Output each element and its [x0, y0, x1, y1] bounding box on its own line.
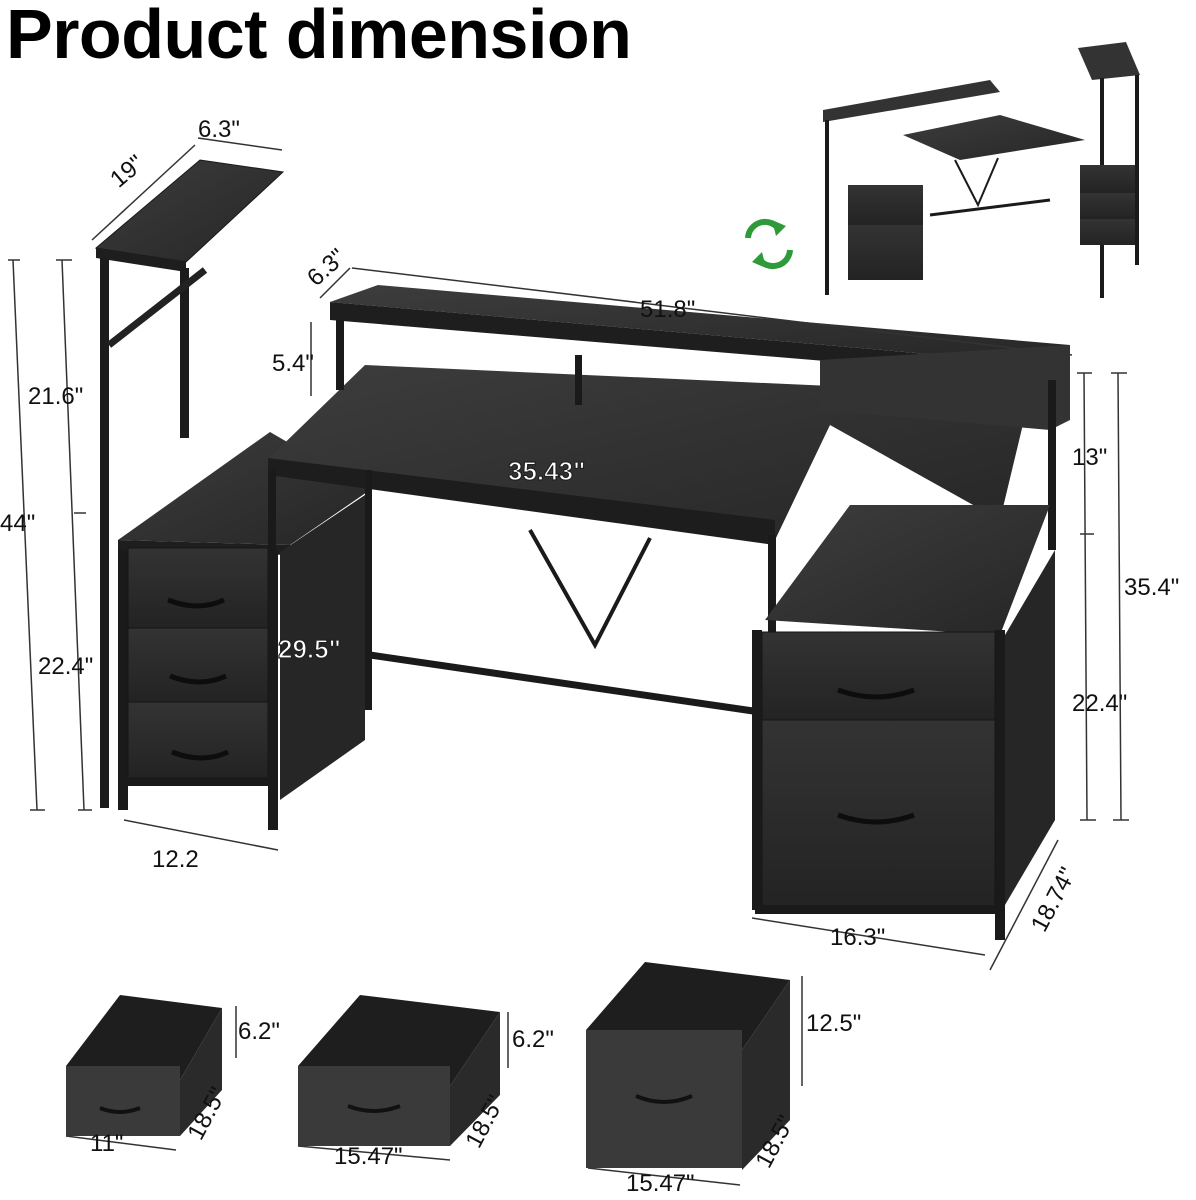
- drawer-medium: [298, 995, 500, 1146]
- desktop-width-label: 35.43": [507, 456, 586, 486]
- left-cabinet: [118, 432, 370, 830]
- desk-main: [265, 285, 1070, 835]
- monitor-shelf-height-label: 5.4": [272, 350, 314, 377]
- right-cabinet: [752, 505, 1055, 940]
- medium-drawer-width-label: 15.47": [334, 1143, 403, 1170]
- reversible-swap-icon: [745, 218, 793, 270]
- small-drawer-height-label: 6.2": [238, 1018, 280, 1045]
- desktop-height-label: 29.5": [277, 634, 341, 664]
- drawer-large: [586, 962, 790, 1170]
- monitor-shelf-length-label: 51.8": [640, 296, 696, 323]
- right-upper-height-label: 13": [1072, 444, 1108, 471]
- right-cabinet-width-label: 16.3": [830, 924, 886, 951]
- left-upper-height-label: 21.6": [28, 383, 84, 410]
- reversed-layout-thumbnail: [823, 42, 1140, 298]
- right-lower-height-label: 22.4": [1072, 690, 1128, 717]
- left-lower-height-label: 22.4": [38, 653, 94, 680]
- left-total-height-label: 44": [0, 510, 36, 537]
- large-drawer-height-label: 12.5": [806, 1010, 862, 1037]
- small-drawer-width-label: 11": [90, 1130, 124, 1157]
- large-drawer-width-label: 15.47": [626, 1170, 695, 1197]
- medium-drawer-height-label: 6.2": [512, 1026, 554, 1053]
- dimension-lines: [8, 137, 1129, 1186]
- page-title: Product dimension: [6, 0, 632, 73]
- left-cabinet-width-label: 12.2: [152, 846, 199, 873]
- side-shelf-tower: [94, 159, 285, 808]
- side-shelf-width-label: 6.3": [198, 116, 240, 143]
- right-total-height-label: 35.4": [1124, 574, 1180, 601]
- drawer-small: [66, 995, 222, 1136]
